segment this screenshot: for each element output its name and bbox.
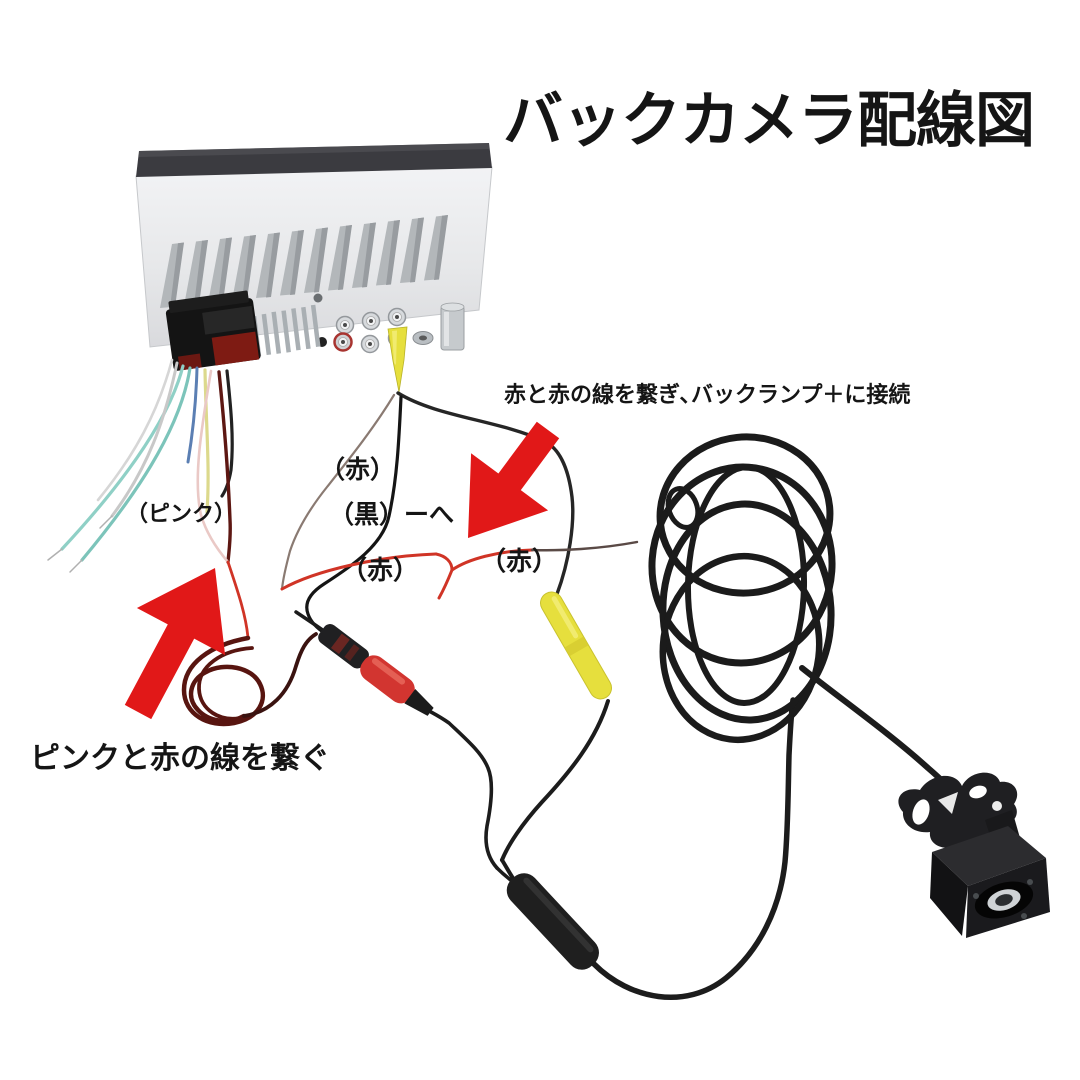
annotation-arrow-up-right [124,568,226,720]
iso-connector [165,290,261,371]
red-jumper-wire [226,560,250,640]
camera-cable-loop [591,697,796,1000]
page-title: バックカメラ配線図 [503,86,1035,156]
harness-red-wire [217,370,232,564]
camera-cable-coil [648,433,836,744]
wire-harness [47,358,234,573]
yellow-rca-plug [387,326,408,393]
coupler-bottom-wire [500,699,610,862]
yellow-rca-coupler [540,591,612,700]
red-rca-connector-pair [318,624,434,716]
label-red-upper: （赤） [320,455,396,484]
label-pink: （ピンク） [126,502,237,527]
label-red-right: （赤） [480,547,559,577]
fin-vents [251,304,321,357]
video-extension-wire [396,391,575,596]
rca-jacks [333,307,407,354]
rear-camera [898,772,1050,938]
label-red-left: （赤） [341,556,420,586]
camera-lens [973,879,1034,919]
note-connect-pink: ピンクと赤の線を繋ぐ [30,741,330,776]
note-connect-red: 赤と赤の線を繋ぎ､バックランプ＋に接続 [504,383,911,408]
mounting-cylinder [440,302,465,351]
trigger-wire-red [280,548,534,600]
red-pigtail-wire [280,393,396,591]
red-rca-tail-wire [429,710,499,870]
camera-body [930,826,1050,938]
ferrite-cylinder [506,873,599,970]
annotation-arrow-down-left [468,421,560,538]
ground-wire-black [305,395,403,636]
head-unit [135,143,493,393]
pink-wire [196,369,230,564]
screw [313,293,323,303]
label-black-minus: （黒）ーへ [329,500,455,529]
red-wire-coil [181,632,318,727]
trigger-wire-dark-continuation [530,540,639,552]
